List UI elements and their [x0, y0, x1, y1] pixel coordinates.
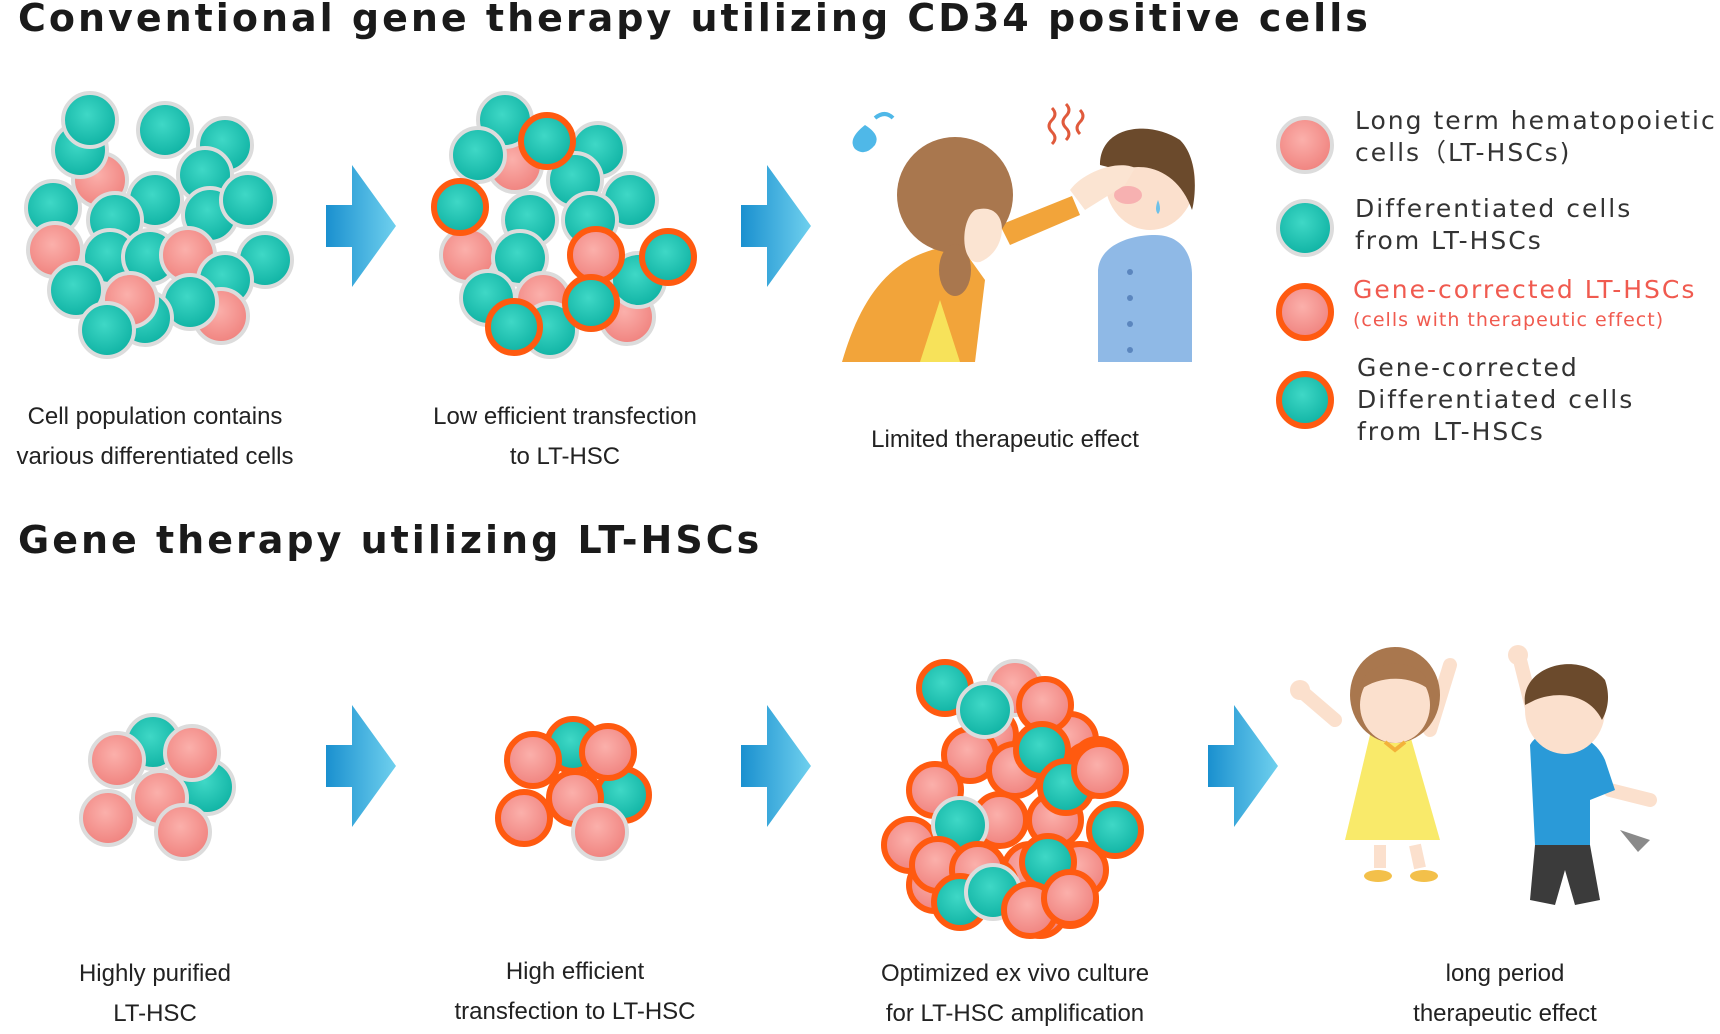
legend-gene-corrected-lt-hsc-icon [1279, 286, 1331, 338]
caption-cell-population: Cell population contains various differe… [0, 397, 310, 477]
arrow-icon [326, 165, 1278, 827]
caption-line: therapeutic effect [1413, 1000, 1597, 1027]
cell-cluster-amplified [884, 659, 1141, 936]
legend-line: cells（LT-HSCs) [1355, 138, 1572, 167]
caption-line: transfection to LT-HSC [454, 998, 696, 1025]
legend-gene-corrected-lt-hsc-label: Gene-corrected LT-HSCs (cells with thera… [1353, 274, 1696, 334]
caption-line: to LT-HSC [509, 443, 621, 470]
legend-line: Gene-corrected [1357, 353, 1579, 382]
caption-high-transfection: High efficient transfection to LT-HSC [420, 952, 730, 1032]
cell-cluster-purified [79, 713, 236, 861]
caption-line: Optimized ex vivo culture [880, 960, 1150, 987]
caption-line: various differentiated cells [16, 443, 294, 470]
legend-line: Gene-corrected LT-HSCs [1353, 275, 1697, 304]
caption-line: Cell population contains [27, 403, 283, 430]
caption-line: Low efficient transfection [433, 403, 697, 430]
legend-line: Differentiated cells [1357, 385, 1635, 414]
caption-line: High efficient [505, 958, 645, 985]
legend-line: (cells with therapeutic effect) [1353, 309, 1665, 331]
cell-cluster-high-transfection [498, 719, 649, 861]
cell-cluster-mixed [24, 91, 294, 359]
legend-line: from LT-HSCs [1357, 417, 1545, 446]
caption-highly-purified: Highly purified LT-HSC [0, 954, 310, 1034]
legend-swatches [1276, 116, 1334, 426]
legend-gene-corrected-differentiated-icon [1279, 374, 1331, 426]
caption-line: for LT-HSC amplification [885, 1000, 1145, 1027]
caption-ex-vivo-culture: Optimized ex vivo culture for LT-HSC amp… [845, 954, 1185, 1034]
happy-children-illustration [1290, 645, 1657, 905]
legend-lt-hsc-label: Long term hematopoietic cells（LT-HSCs) [1355, 105, 1717, 169]
legend-gene-corrected-differentiated-label: Gene-corrected Differentiated cells from… [1357, 352, 1634, 448]
cell-cluster-low-transfection [434, 91, 694, 359]
section2-title: Gene therapy utilizing LT-HSCs [18, 518, 763, 562]
legend-differentiated-label: Differentiated cells from LT-HSCs [1355, 193, 1632, 257]
legend-line: Differentiated cells [1355, 194, 1633, 223]
caption-line: LT-HSC [113, 1000, 197, 1027]
caption-limited-effect: Limited therapeutic effect [850, 420, 1160, 460]
legend-differentiated-icon [1276, 199, 1334, 257]
caption-line: Highly purified [78, 960, 232, 987]
legend-lt-hsc-icon [1276, 116, 1334, 174]
caption-low-transfection: Low efficient transfection to LT-HSC [410, 397, 720, 477]
sick-child-illustration [842, 102, 1195, 362]
legend-line: from LT-HSCs [1355, 226, 1543, 255]
legend-line: Long term hematopoietic [1355, 106, 1717, 135]
caption-line: Limited therapeutic effect [871, 426, 1139, 453]
caption-long-period: long period therapeutic effect [1345, 954, 1665, 1034]
caption-line: long period [1445, 960, 1565, 987]
section1-title: Conventional gene therapy utilizing CD34… [18, 0, 1371, 40]
